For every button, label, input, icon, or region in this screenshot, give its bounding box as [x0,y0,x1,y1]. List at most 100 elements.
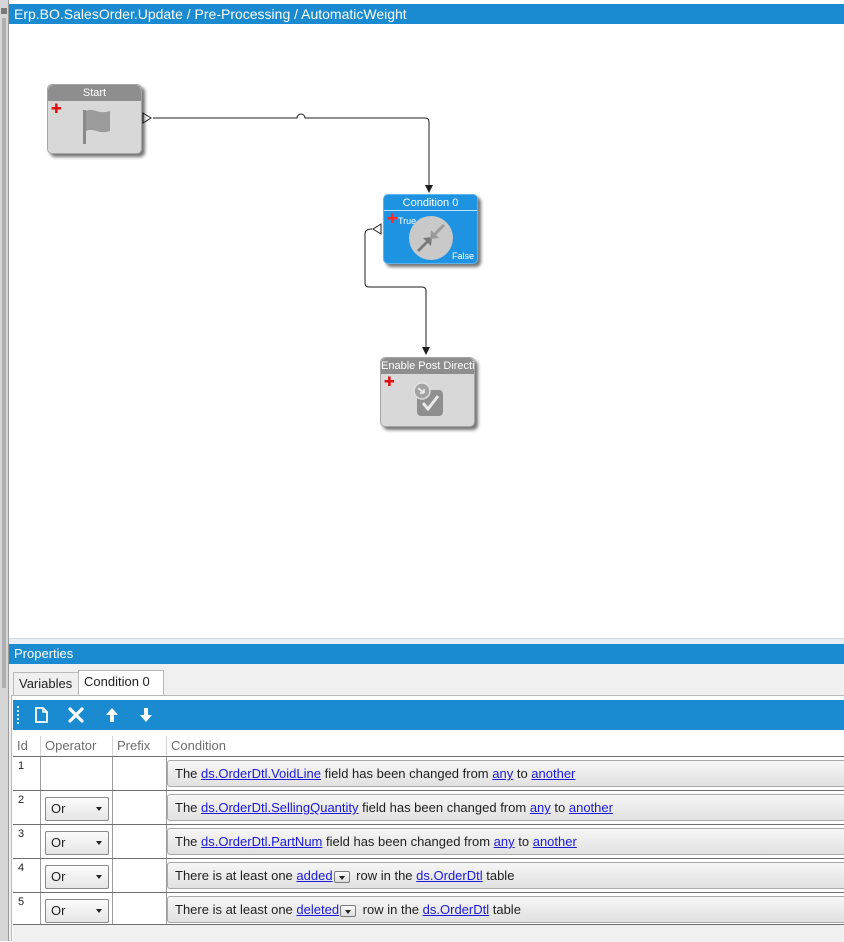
to-value-link[interactable]: another [532,834,577,849]
tab-label: Variables [19,676,73,691]
table-row[interactable]: 2 Or The ds.OrderDtl.SellingQuantity fie… [13,790,844,824]
column-header-id[interactable]: Id [13,736,41,756]
add-plus-icon[interactable]: ✚ [51,101,62,116]
table-row[interactable]: 5 Or There is at least one deleted row i… [13,892,844,926]
column-header-condition[interactable]: Condition [171,738,226,753]
operator-select[interactable]: Or [45,831,109,855]
new-icon[interactable] [30,704,52,726]
field-link[interactable]: ds.OrderDtl.PartNum [201,834,323,849]
move-up-icon[interactable] [101,704,123,726]
row-id: 3 [13,825,41,858]
chevron-down-icon [345,909,352,914]
operator-select[interactable]: Or [45,865,109,889]
left-scrollbar[interactable] [2,18,6,688]
field-link[interactable]: ds.OrderDtl.VoidLine [201,766,321,781]
false-branch-label: False [451,251,474,261]
to-value-link[interactable]: another [531,766,576,781]
to-value-link[interactable]: another [568,800,613,815]
toolbar-grip[interactable] [17,706,19,724]
operator-cell[interactable]: Or [41,859,113,892]
table-row[interactable]: 4 Or There is at least one added row in … [13,858,844,892]
start-node[interactable]: Start ✚ [47,84,142,154]
add-plus-icon[interactable]: ✚ [387,211,398,226]
table-link[interactable]: ds.OrderDtl [416,868,483,883]
row-id: 2 [13,791,41,824]
condition-text: field has been changed from [358,800,530,815]
condition-cell[interactable]: There is at least one deleted row in the… [167,896,844,923]
enable-post-direction-node[interactable]: Enable Post Directi ✚ [380,357,475,427]
enable-node-title: Enable Post Directi [381,358,474,374]
condition-text: to [550,800,569,815]
condition-cell[interactable]: The ds.OrderDtl.VoidLine field has been … [167,760,844,787]
from-value-link[interactable]: any [492,766,514,781]
properties-panel: Variables Condition 0 Id Operator [9,664,844,942]
collapse-handle[interactable] [1,8,7,14]
column-header-operator[interactable]: Operator [41,736,113,756]
prefix-cell[interactable] [113,893,167,926]
condition-cell[interactable]: The ds.OrderDtl.PartNum field has been c… [167,828,844,855]
workflow-canvas[interactable]: Start ✚ Condition 0 ✚ True False Enable … [9,24,844,638]
table-link[interactable]: ds.OrderDtl [422,902,490,917]
row-id: 4 [13,859,41,892]
delete-icon[interactable] [65,704,87,726]
tab-label: Condition 0 [84,674,150,689]
prefix-cell[interactable] [113,859,167,892]
operator-select[interactable]: Or [45,797,109,821]
condition-text: table [482,868,515,883]
condition-node[interactable]: Condition 0 ✚ True False [383,194,478,264]
operator-value: Or [51,903,66,918]
operator-cell[interactable] [41,757,113,790]
row-kind-link[interactable]: deleted [296,902,340,917]
tab-condition-0[interactable]: Condition 0 [78,670,164,696]
move-down-icon[interactable] [135,704,157,726]
connector-condition-to-enable[interactable] [364,228,430,355]
condition-cell[interactable]: There is at least one added row in the d… [167,862,844,889]
condition-node-title: Condition 0 [384,195,477,211]
left-panel-strip [0,0,9,941]
prefix-cell[interactable] [113,791,167,824]
tab-variables[interactable]: Variables [13,672,79,696]
prefix-cell[interactable] [113,757,167,790]
table-row[interactable]: 1 The ds.OrderDtl.VoidLine field has bee… [13,756,844,790]
operator-select[interactable]: Or [45,899,109,923]
row-kind-dropdown[interactable] [333,870,350,883]
row-kind-link[interactable]: added [296,868,333,883]
condition-true-port[interactable] [372,223,382,235]
table-row[interactable]: 3 Or The ds.OrderDtl.PartNum field has b… [13,824,844,858]
from-value-link[interactable]: any [529,800,551,815]
condition-toolbar [13,700,844,730]
start-output-port[interactable] [142,112,152,124]
properties-header: Properties [9,644,844,664]
panel-splitter[interactable] [9,638,844,644]
condition-tab-content: Id Operator Prefix Condition 1 The ds.Or… [11,695,844,942]
column-header-prefix[interactable]: Prefix [113,736,167,756]
operator-cell[interactable]: Or [41,791,113,824]
grid-horizontal-scrollbar[interactable] [13,924,844,942]
operator-value: Or [51,835,66,850]
operator-cell[interactable]: Or [41,825,113,858]
connector-lines [142,112,433,355]
prefix-cell[interactable] [113,825,167,858]
operator-cell[interactable]: Or [41,893,113,926]
condition-text: field has been changed from [322,834,494,849]
start-node-title: Start [48,85,141,101]
condition-text: table [489,902,521,917]
chevron-down-icon [96,841,102,845]
connector-start-to-condition[interactable] [153,113,433,193]
properties-title: Properties [14,646,74,661]
condition-text: field has been changed from [320,766,493,781]
condition-text: row in the [352,868,417,883]
row-id: 5 [13,893,41,926]
operator-value: Or [51,801,66,816]
condition-text: There is at least one [175,868,297,883]
condition-arrows-icon [409,216,453,260]
field-link[interactable]: ds.OrderDtl.SellingQuantity [201,800,359,815]
row-kind-dropdown[interactable] [340,904,357,917]
enable-check-icon [413,382,443,416]
condition-cell[interactable]: The ds.OrderDtl.SellingQuantity field ha… [167,794,844,821]
from-value-link[interactable]: any [493,834,515,849]
chevron-down-icon [96,875,102,879]
chevron-down-icon [96,909,102,913]
add-plus-icon[interactable]: ✚ [384,374,395,389]
condition-text: The [175,800,202,815]
